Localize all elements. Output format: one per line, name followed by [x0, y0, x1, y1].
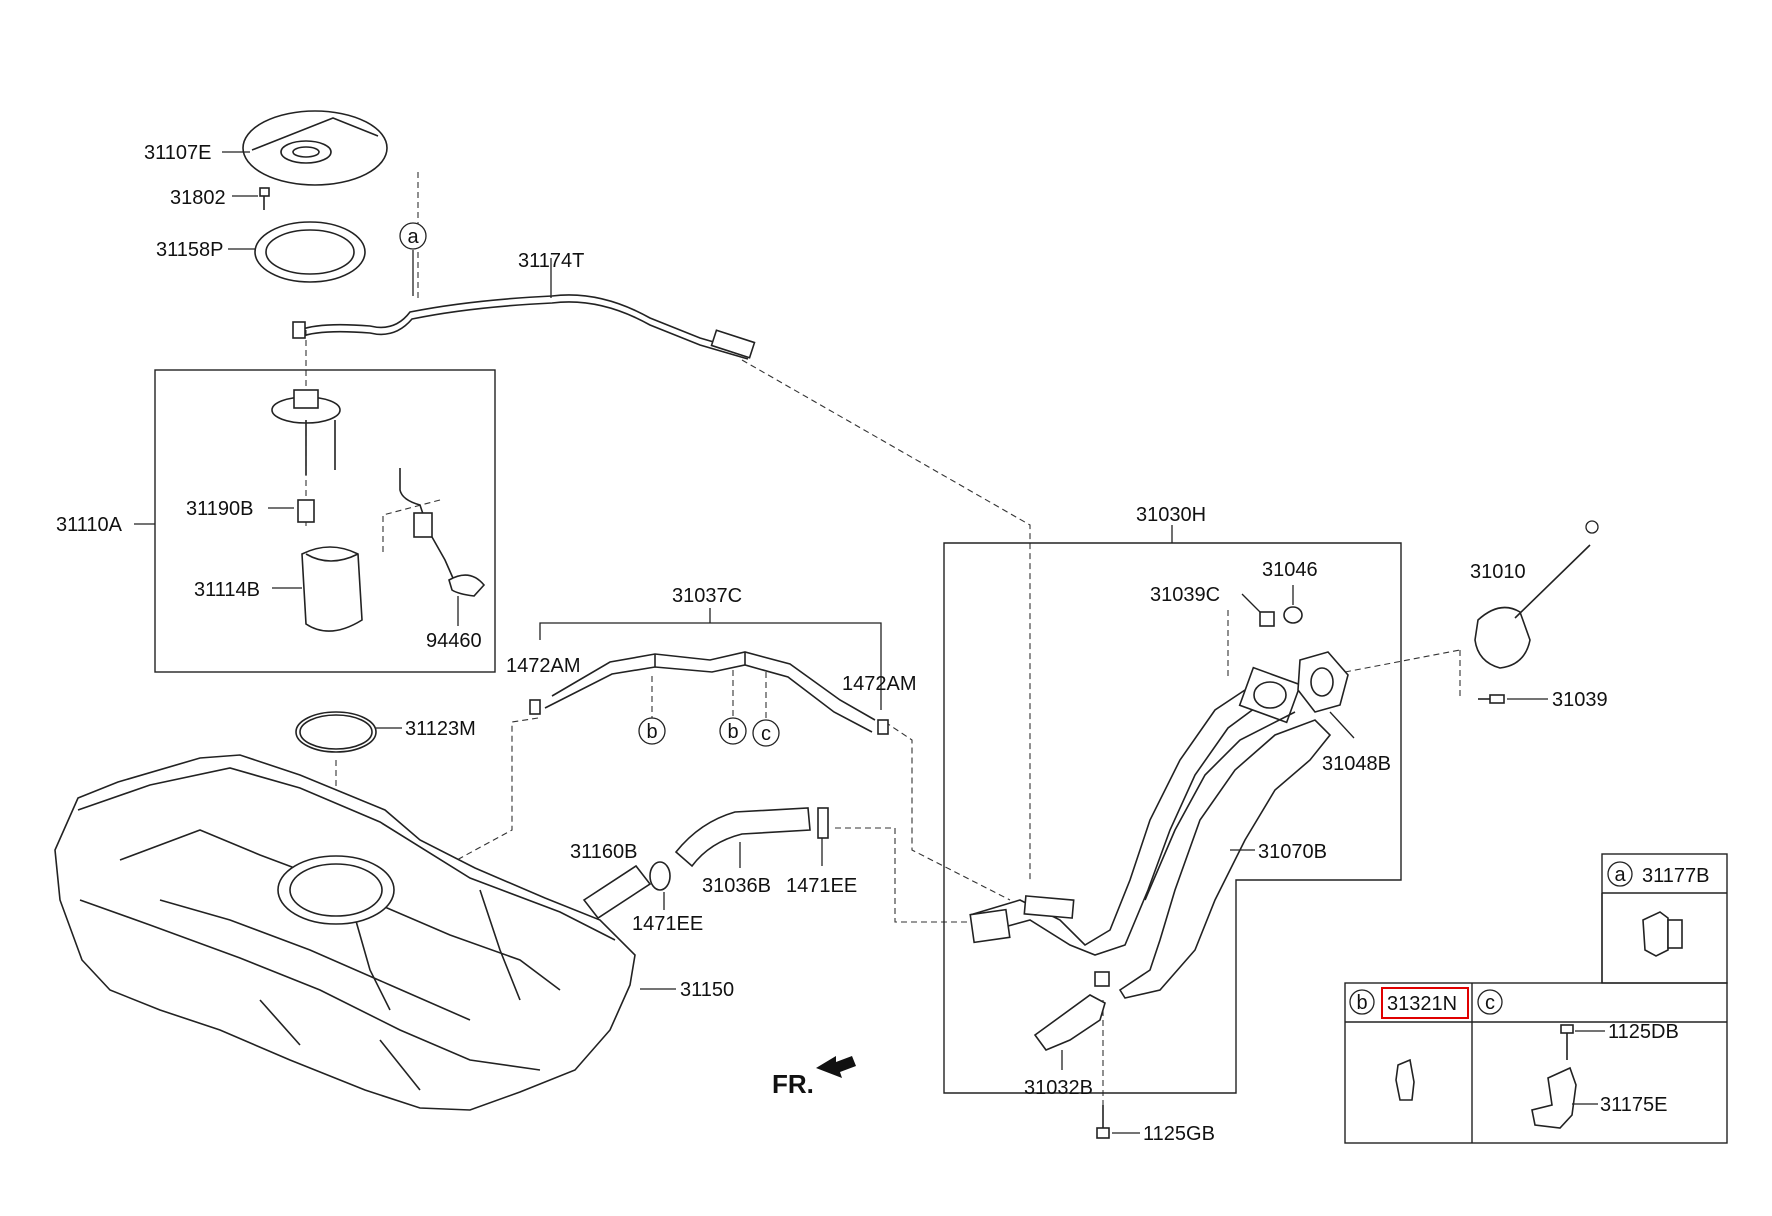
label-31175E: 31175E	[1600, 1094, 1667, 1116]
front-direction-indicator: FR.	[772, 1056, 856, 1099]
label-31802: 31802	[170, 187, 226, 209]
part-31321N-clip[interactable]	[1395, 1058, 1415, 1101]
clip-1472AM-right[interactable]	[877, 719, 889, 735]
legend-callout-b[interactable]: b	[1349, 989, 1375, 1015]
part-31046[interactable]	[1283, 606, 1303, 624]
part-31010-fuel-cap[interactable]	[1474, 520, 1599, 669]
part-31158P-ring[interactable]	[254, 221, 366, 283]
legend-callout-b-text: b	[1356, 992, 1367, 1014]
part-31175E-bracket[interactable]	[1531, 1066, 1577, 1129]
part-31150-fuel-tank[interactable]	[54, 754, 636, 1111]
label-31048B: 31048B	[1322, 753, 1391, 775]
part-1125DB-bolt[interactable]	[1560, 1024, 1574, 1060]
fr-arrow-icon	[816, 1056, 856, 1078]
label-94460: 94460	[426, 630, 482, 652]
label-31160B: 31160B	[570, 841, 637, 863]
highlight-31321N	[1381, 987, 1469, 1019]
label-31030H: 31030H	[1136, 504, 1206, 526]
part-31039-screw[interactable]	[1478, 694, 1505, 704]
clamp-1471EE-right[interactable]	[817, 807, 829, 839]
label-1125GB: 1125GB	[1143, 1123, 1215, 1145]
label-31046: 31046	[1262, 559, 1318, 581]
part-31070B-guard[interactable]	[1118, 719, 1332, 999]
callout-a-top[interactable]: a	[399, 222, 427, 250]
part-fuel-pump-flange[interactable]	[271, 389, 341, 475]
part-31039C[interactable]	[1259, 611, 1275, 627]
part-31114B-reservoir[interactable]	[301, 546, 363, 632]
label-1472AM-left: 1472AM	[506, 655, 581, 677]
callout-c-1[interactable]: c	[752, 719, 780, 747]
part-94460-sender[interactable]	[399, 468, 486, 597]
label-31010: 31010	[1470, 561, 1526, 583]
fr-label: FR.	[772, 1069, 814, 1099]
box-31030H	[943, 542, 1402, 1094]
dashed-connectors	[305, 172, 1461, 1105]
label-31037C: 31037C	[672, 585, 742, 607]
label-31321N: 31321N	[1387, 993, 1457, 1015]
callout-b-1[interactable]: b	[638, 717, 666, 745]
label-1471EE-right: 1471EE	[786, 875, 857, 897]
legend-callout-c-text: c	[1485, 992, 1495, 1014]
callout-c-1-text: c	[761, 723, 771, 745]
label-31036B: 31036B	[702, 875, 771, 897]
part-31174T-vapor-hose[interactable]	[292, 294, 756, 360]
part-31160B-hose[interactable]	[582, 864, 652, 920]
callout-b-1-text: b	[646, 721, 657, 743]
label-31123M: 31123M	[405, 718, 476, 740]
part-1125GB-bolt[interactable]	[1096, 1105, 1110, 1139]
label-31114B: 31114B	[194, 579, 260, 601]
part-31048B-gasket[interactable]	[1297, 651, 1349, 713]
part-31036B-filler-hose[interactable]	[674, 807, 811, 868]
label-1471EE-left: 1471EE	[632, 913, 703, 935]
legend-bc-cell	[1344, 982, 1728, 1144]
label-31110A: 31110A	[56, 514, 123, 536]
label-31039: 31039	[1552, 689, 1608, 711]
part-31177B-clip[interactable]	[1642, 911, 1683, 957]
part-31107E-cover[interactable]	[242, 110, 388, 186]
part-31032B-bracket[interactable]	[1033, 971, 1110, 1051]
part-31123M-gasket[interactable]	[295, 711, 377, 753]
label-31032B: 31032B	[1024, 1077, 1093, 1099]
label-31070B: 31070B	[1258, 841, 1327, 863]
clamp-1471EE-left[interactable]	[649, 861, 671, 891]
legend-table	[1344, 853, 1728, 1144]
clip-1472AM-left[interactable]	[529, 699, 541, 715]
label-1472AM-right: 1472AM	[842, 673, 917, 695]
label-31158P: 31158P	[156, 239, 223, 261]
box-31110A	[154, 369, 496, 673]
callout-a-top-text: a	[407, 226, 419, 248]
label-31150: 31150	[680, 979, 734, 1001]
callout-b-2[interactable]: b	[719, 717, 747, 745]
callout-b-2-text: b	[727, 721, 738, 743]
bracket-31037C	[539, 622, 882, 710]
label-31039C: 31039C	[1150, 584, 1220, 606]
label-31107E: 31107E	[144, 142, 211, 164]
legend-callout-a[interactable]: a	[1607, 861, 1633, 887]
label-31190B: 31190B	[186, 498, 253, 520]
part-31037C-hose[interactable]	[544, 651, 876, 733]
part-31802-screw[interactable]	[259, 187, 270, 210]
label-1125DB: 1125DB	[1608, 1021, 1679, 1043]
label-31174T: 31174T	[518, 250, 584, 272]
label-31177B: 31177B	[1642, 865, 1709, 887]
legend-callout-c[interactable]: c	[1477, 989, 1503, 1015]
part-filler-neck-assembly[interactable]	[969, 666, 1302, 956]
legend-callout-a-text: a	[1614, 864, 1626, 886]
part-31190B[interactable]	[297, 499, 315, 523]
